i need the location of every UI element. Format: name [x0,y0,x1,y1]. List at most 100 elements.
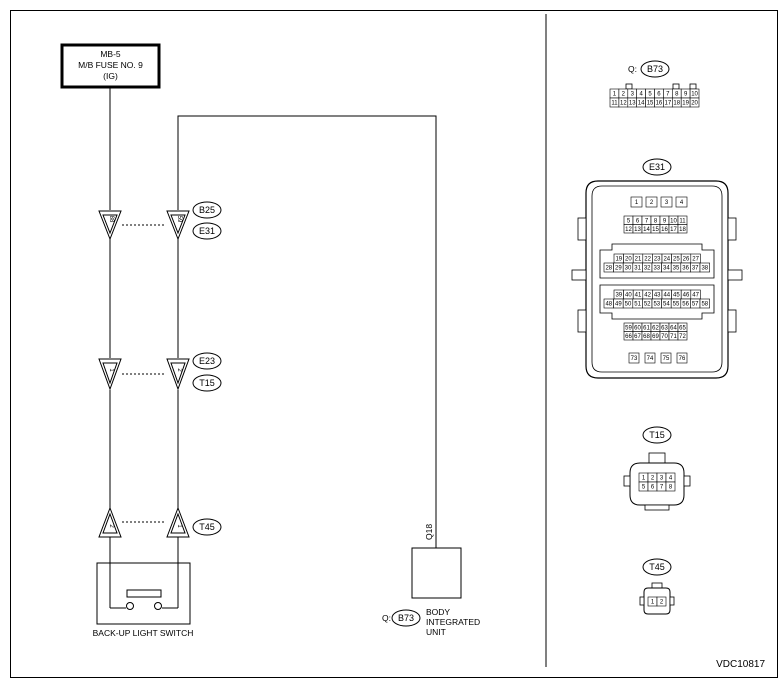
connector-id-e23: E23 [192,352,222,370]
pin-number: 6 [636,218,640,224]
connector-id-t45: T45 [192,518,222,536]
pin-number: 14 [643,227,650,233]
pin-number: 31 [634,266,641,272]
pin-number: 34 [663,266,670,272]
pin-number: 22 [644,257,651,263]
connector-b25-left: 88 [98,210,122,241]
connector-id-b25: B25 [192,201,222,219]
pin-cell [628,352,640,364]
pin-number: 60 [634,325,641,331]
pin-number: 40 [625,293,632,299]
pin-number: 25 [673,257,680,263]
pin-number: 13 [629,101,636,107]
pin-number: 4 [680,200,684,206]
pin-number: 3 [660,476,664,482]
pin-number: 6 [657,92,661,98]
pin-cell [675,196,688,208]
connector-t45-right: 1 [166,506,190,538]
pin-number: 58 [701,302,708,308]
pin-number: 45 [673,293,680,299]
pin-number: 38 [701,266,708,272]
pin-number: 8 [675,92,679,98]
svg-text:T45: T45 [199,522,215,532]
connector-t45-left: 2 [98,506,122,538]
connector-e23-right: 2 [166,358,190,391]
pin-number: 3 [665,200,669,206]
pin-number: 4 [639,92,643,98]
pin-number: 54 [663,302,670,308]
pin-number: 9 [684,92,688,98]
pin-number: 3 [631,92,635,98]
pin-number: 43 [654,293,661,299]
pin-number: 2 [622,92,626,98]
pin-number: 37 [692,266,699,272]
unit-label-3: UNIT [426,627,446,637]
pin-cell [676,352,688,364]
pin-number: 6 [651,485,655,491]
pin-label: 1 [176,524,182,528]
pin-number: 19 [682,101,689,107]
pin-number: 67 [634,334,641,340]
pin-number: 73 [631,356,638,362]
connector-e23-left: 1 [98,358,122,391]
pin-number: 1 [613,92,617,98]
wires [109,88,437,608]
backup-light-switch: BACK-UP LIGHT SWITCH [93,562,193,638]
pin-number: 1 [635,200,639,206]
pin-number: 14 [638,101,645,107]
pin-number: 18 [673,101,680,107]
pin-number: 5 [648,92,652,98]
pin-number: 47 [692,293,699,299]
fuse-label-2: M/B FUSE NO. 9 [78,60,143,70]
pin-number: 65 [679,325,686,331]
pin-number: 28 [605,266,612,272]
pin-number: 13 [634,227,641,233]
pin-number: 17 [665,101,672,107]
switch-terminal [154,602,162,610]
pin-number: 68 [643,334,650,340]
pin-number: 44 [663,293,670,299]
pin-label: 1 [108,368,114,372]
pin-number: 2 [650,200,654,206]
pin-cell [665,481,676,492]
pin-number: 49 [615,302,622,308]
pin-number: 64 [670,325,677,331]
connector-id-t15: T15 [192,374,222,392]
pin-number: 5 [627,218,631,224]
pin-number: 69 [652,334,659,340]
wire-code-label: Q18 [424,524,434,540]
unit-label-1: BODY [426,607,450,617]
pin-number: 5 [642,485,646,491]
switch-terminal [126,602,134,610]
pin-number: 24 [663,257,670,263]
pin-number: 74 [647,356,654,362]
pin-number: 56 [682,302,689,308]
pin-number: 7 [645,218,649,224]
pin-cell [677,331,688,341]
pin-cell [644,352,656,364]
pin-number: 72 [679,334,686,340]
pin-cell [660,352,672,364]
pin-number: 61 [643,325,650,331]
connector-b25-right: 59 [166,210,190,241]
pin-number: 2 [651,476,655,482]
pin-number: 16 [656,101,663,107]
pin-number: 55 [673,302,680,308]
pin-number: 2 [660,600,664,606]
unit-connector-prefix: Q: [382,613,391,623]
pin-number: 16 [661,227,668,233]
t45-id: T45 [649,562,665,572]
pin-number: 8 [669,485,673,491]
svg-text:E31: E31 [199,226,215,236]
t15-id: T15 [649,430,665,440]
pin-number: 20 [691,101,698,107]
fuse-label-3: (IG) [103,71,118,81]
pin-number: 12 [620,101,627,107]
pin-cell [660,196,673,208]
